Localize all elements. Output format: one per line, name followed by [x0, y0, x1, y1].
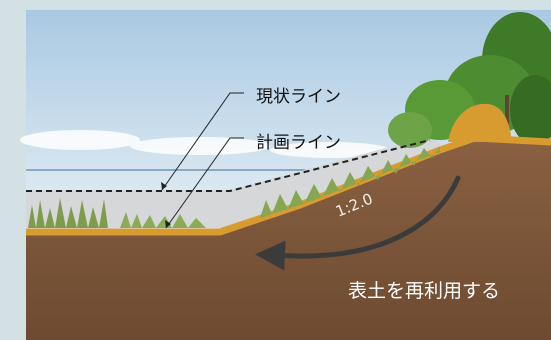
current-line-leader-arrow: [161, 182, 167, 190]
topsoil-mound: [448, 103, 512, 142]
current-line-label: 現状ライン: [256, 87, 341, 107]
current-line: [26, 139, 431, 192]
ground: [26, 138, 551, 340]
planned-line-leader: [165, 137, 244, 229]
grass-left: [28, 198, 206, 228]
clouds: [20, 130, 390, 158]
planned-line-label: 計画ライン: [256, 133, 341, 153]
current-line-leader: [161, 92, 244, 191]
planned-line-leader-arrow: [165, 220, 171, 228]
topsoil-reuse-label: 表土を再利用する: [348, 280, 501, 302]
grass-slope: [260, 146, 440, 218]
cut-area: [26, 136, 460, 228]
reuse-arrow: [255, 175, 461, 271]
